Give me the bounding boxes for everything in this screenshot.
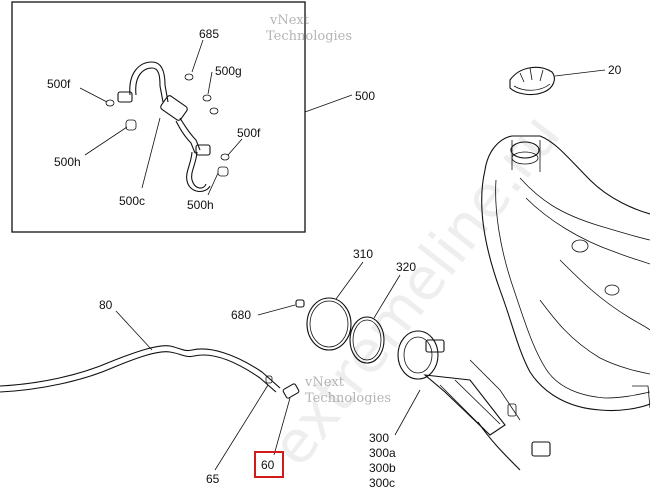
hose-assembly-500c <box>105 61 230 192</box>
label-300a: 300a <box>369 446 396 460</box>
leader-500 <box>304 94 353 113</box>
label-685: 685 <box>199 27 219 41</box>
watermark-vnext-top: vNext <box>269 13 310 28</box>
label-500g: 500g <box>215 64 242 78</box>
fitting-60 <box>273 383 300 456</box>
hose-80 <box>0 310 281 393</box>
label-500f-top: 500f <box>47 77 71 91</box>
fuel-pump-300 <box>394 330 551 471</box>
watermark-technologies-top: Technologies <box>266 29 352 44</box>
watermark-technologies-bottom: Technologies <box>305 391 391 406</box>
label-310: 310 <box>353 247 373 261</box>
watermark-vnext-bottom: vNext <box>304 375 345 390</box>
label-500h-right: 500h <box>187 198 214 212</box>
label-300b: 300b <box>369 461 396 475</box>
label-500: 500 <box>355 89 375 103</box>
inset-box <box>11 1 306 233</box>
inset-leader-lines <box>79 39 243 196</box>
label-60: 60 <box>261 458 275 472</box>
label-500c: 500c <box>119 194 145 208</box>
label-300: 300 <box>369 431 389 445</box>
clamp-65 <box>214 375 273 471</box>
seal-320 <box>349 274 401 364</box>
ring-310 <box>306 261 364 351</box>
label-500f-right: 500f <box>237 126 261 140</box>
label-320: 320 <box>396 260 416 274</box>
fuel-tank <box>481 135 650 417</box>
fuel-cap-20 <box>509 66 606 96</box>
label-300c: 300c <box>369 476 395 489</box>
label-20: 20 <box>608 63 622 77</box>
label-80: 80 <box>99 298 113 312</box>
label-680: 680 <box>231 308 251 322</box>
label-65: 65 <box>206 472 220 486</box>
screw-680 <box>257 299 305 316</box>
label-500h-left: 500h <box>54 155 81 169</box>
highlight-box-60 <box>254 451 284 478</box>
